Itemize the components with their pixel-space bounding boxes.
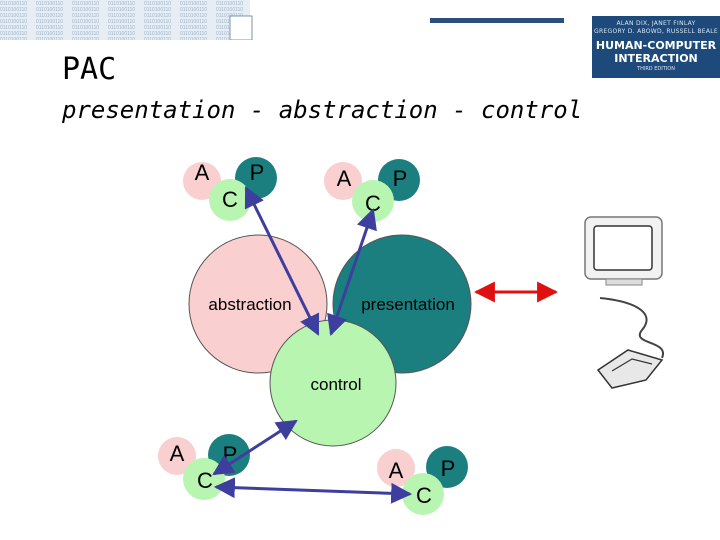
- agent-c-label: C: [416, 483, 432, 508]
- presentation-label: presentation: [361, 295, 455, 314]
- abstraction-label: abstraction: [208, 295, 291, 314]
- agent-a-label: A: [170, 441, 185, 466]
- book-authors-line2: GREGORY D. ABOWD, RUSSELL BEALE: [594, 28, 718, 35]
- agent-c-label: C: [222, 187, 238, 212]
- agent-c-label: C: [197, 468, 213, 493]
- book-edition: THIRD EDITION: [637, 66, 675, 72]
- arrow-agent3-control: [212, 419, 298, 476]
- monitor-icon: [584, 216, 663, 286]
- mouse-icon: [596, 297, 665, 389]
- page-title: PAC: [62, 52, 117, 87]
- arrow-agent1-control: [244, 186, 320, 336]
- arrow-agent3-agent4: [213, 477, 413, 504]
- book-title-line2: INTERACTION: [614, 52, 698, 65]
- agent-p-label: P: [393, 166, 408, 191]
- book-authors: ALAN DIX, JANET FINLAY GREGORY D. ABOWD,…: [592, 16, 720, 36]
- page-subtitle: presentation - abstraction - control: [62, 96, 583, 124]
- control-label: control: [310, 375, 361, 394]
- book-authors-line1: ALAN DIX, JANET FINLAY: [616, 20, 696, 27]
- book-title-line1: HUMAN-COMPUTER: [595, 39, 717, 52]
- pac-agent-bottom-left: A P C: [158, 434, 250, 500]
- header-banner: 0110100110: [0, 0, 564, 40]
- agent-p-label: P: [250, 160, 265, 185]
- arrow-agent2-control: [327, 208, 377, 336]
- agent-p-label: P: [441, 456, 456, 481]
- pac-agent-top-left: A P C: [183, 157, 277, 221]
- agent-a-label: A: [195, 160, 210, 185]
- pac-agent-bottom-right: A P C: [377, 446, 468, 515]
- agent-a-label: A: [389, 458, 404, 483]
- agent-a-label: A: [337, 166, 352, 191]
- book-cover: ALAN DIX, JANET FINLAY GREGORY D. ABOWD,…: [592, 16, 720, 78]
